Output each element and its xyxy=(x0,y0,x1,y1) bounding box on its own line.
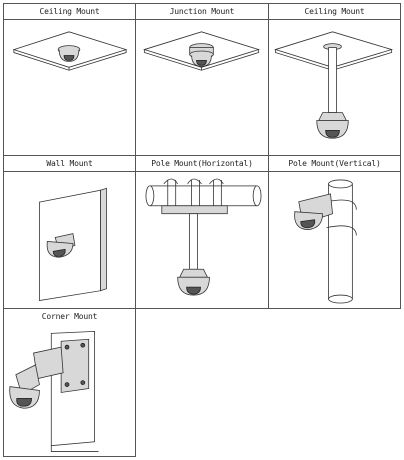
pole-mount-vertical-label: Pole Mount(Vertical) xyxy=(269,156,400,172)
ceiling-mount-pendant-illustration xyxy=(274,31,394,139)
wall-mount-illustration xyxy=(39,187,107,302)
junction-mount-label: Junction Mount xyxy=(136,4,268,20)
wall-mount-label: Wall Mount xyxy=(4,156,135,172)
pole-mount-horizontal-cell: Pole Mount(Horizontal) xyxy=(136,156,269,309)
pole-mount-horizontal-illustration xyxy=(145,178,262,296)
ceiling-mount-pendant-label: Ceiling Mount xyxy=(269,4,400,20)
corner-mount-illustration xyxy=(9,330,99,452)
empty-cell xyxy=(136,309,269,457)
corner-mount-label: Corner Mount xyxy=(41,312,98,321)
wall-mount-cell: Wall Mount xyxy=(3,156,136,309)
ceiling-mount-label: Ceiling Mount xyxy=(4,4,135,20)
corner-mount-cell: Corner Mount xyxy=(3,309,136,457)
pole-mount-vertical-cell: Pole Mount(Vertical) xyxy=(269,156,401,309)
pole-mount-horizontal-label: Pole Mount(Horizontal) xyxy=(136,156,268,172)
pole-mount-vertical-illustration xyxy=(294,179,357,304)
mount-options-table: Ceiling Mount Junction Mount Ceiling Mou… xyxy=(3,3,401,457)
empty-cell xyxy=(269,309,401,457)
ceiling-mount-cell: Ceiling Mount xyxy=(3,3,136,156)
ceiling-mount-illustration xyxy=(12,31,128,71)
ceiling-mount-pendant-cell: Ceiling Mount xyxy=(269,3,401,156)
junction-mount-cell: Junction Mount xyxy=(136,3,269,156)
junction-mount-illustration xyxy=(143,31,260,71)
